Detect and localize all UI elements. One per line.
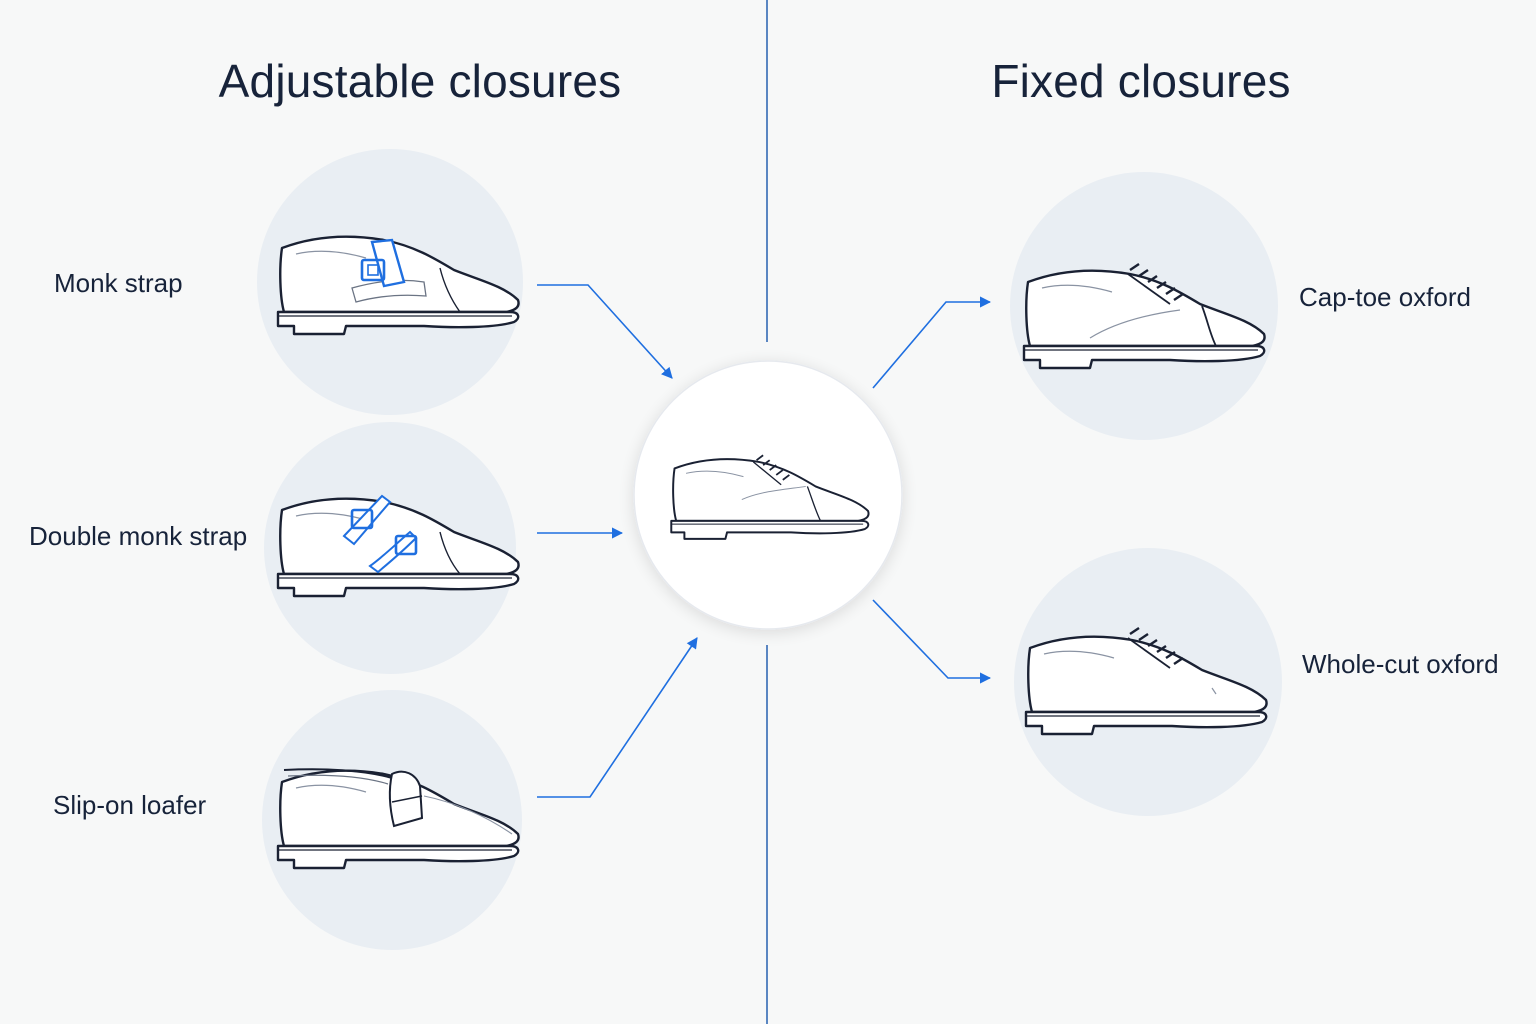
- heading-adjustable-closures: Adjustable closures: [218, 55, 622, 107]
- label-slip-on-loafer: Slip-on loafer: [53, 790, 207, 820]
- heading-fixed-closures: Fixed closures: [991, 55, 1291, 107]
- slip-on-loafer-shoe-icon: [276, 768, 520, 870]
- monk-strap-shoe-icon: [276, 235, 520, 336]
- label-whole-cut-oxford: Whole-cut oxford: [1302, 649, 1499, 679]
- arrow-monk-strap-to-center: [537, 284, 673, 379]
- whole-cut-oxford-shoe-icon: [1024, 627, 1268, 736]
- cap-toe-oxford-shoe-icon: [1022, 263, 1266, 370]
- label-monk-strap: Monk strap: [54, 268, 183, 298]
- label-double-monk-strap: Double monk strap: [29, 521, 248, 551]
- arrow-center-to-cap-toe: [872, 296, 992, 389]
- center-oxford-shoe-icon: [670, 454, 870, 540]
- arrow-center-to-whole-cut: [872, 599, 992, 684]
- center-divider-top: [766, 0, 768, 342]
- double-monk-strap-shoe-icon: [276, 494, 520, 598]
- label-cap-toe-oxford: Cap-toe oxford: [1299, 282, 1471, 312]
- center-divider-bottom: [766, 645, 768, 1024]
- arrow-loafer-to-center: [537, 637, 698, 798]
